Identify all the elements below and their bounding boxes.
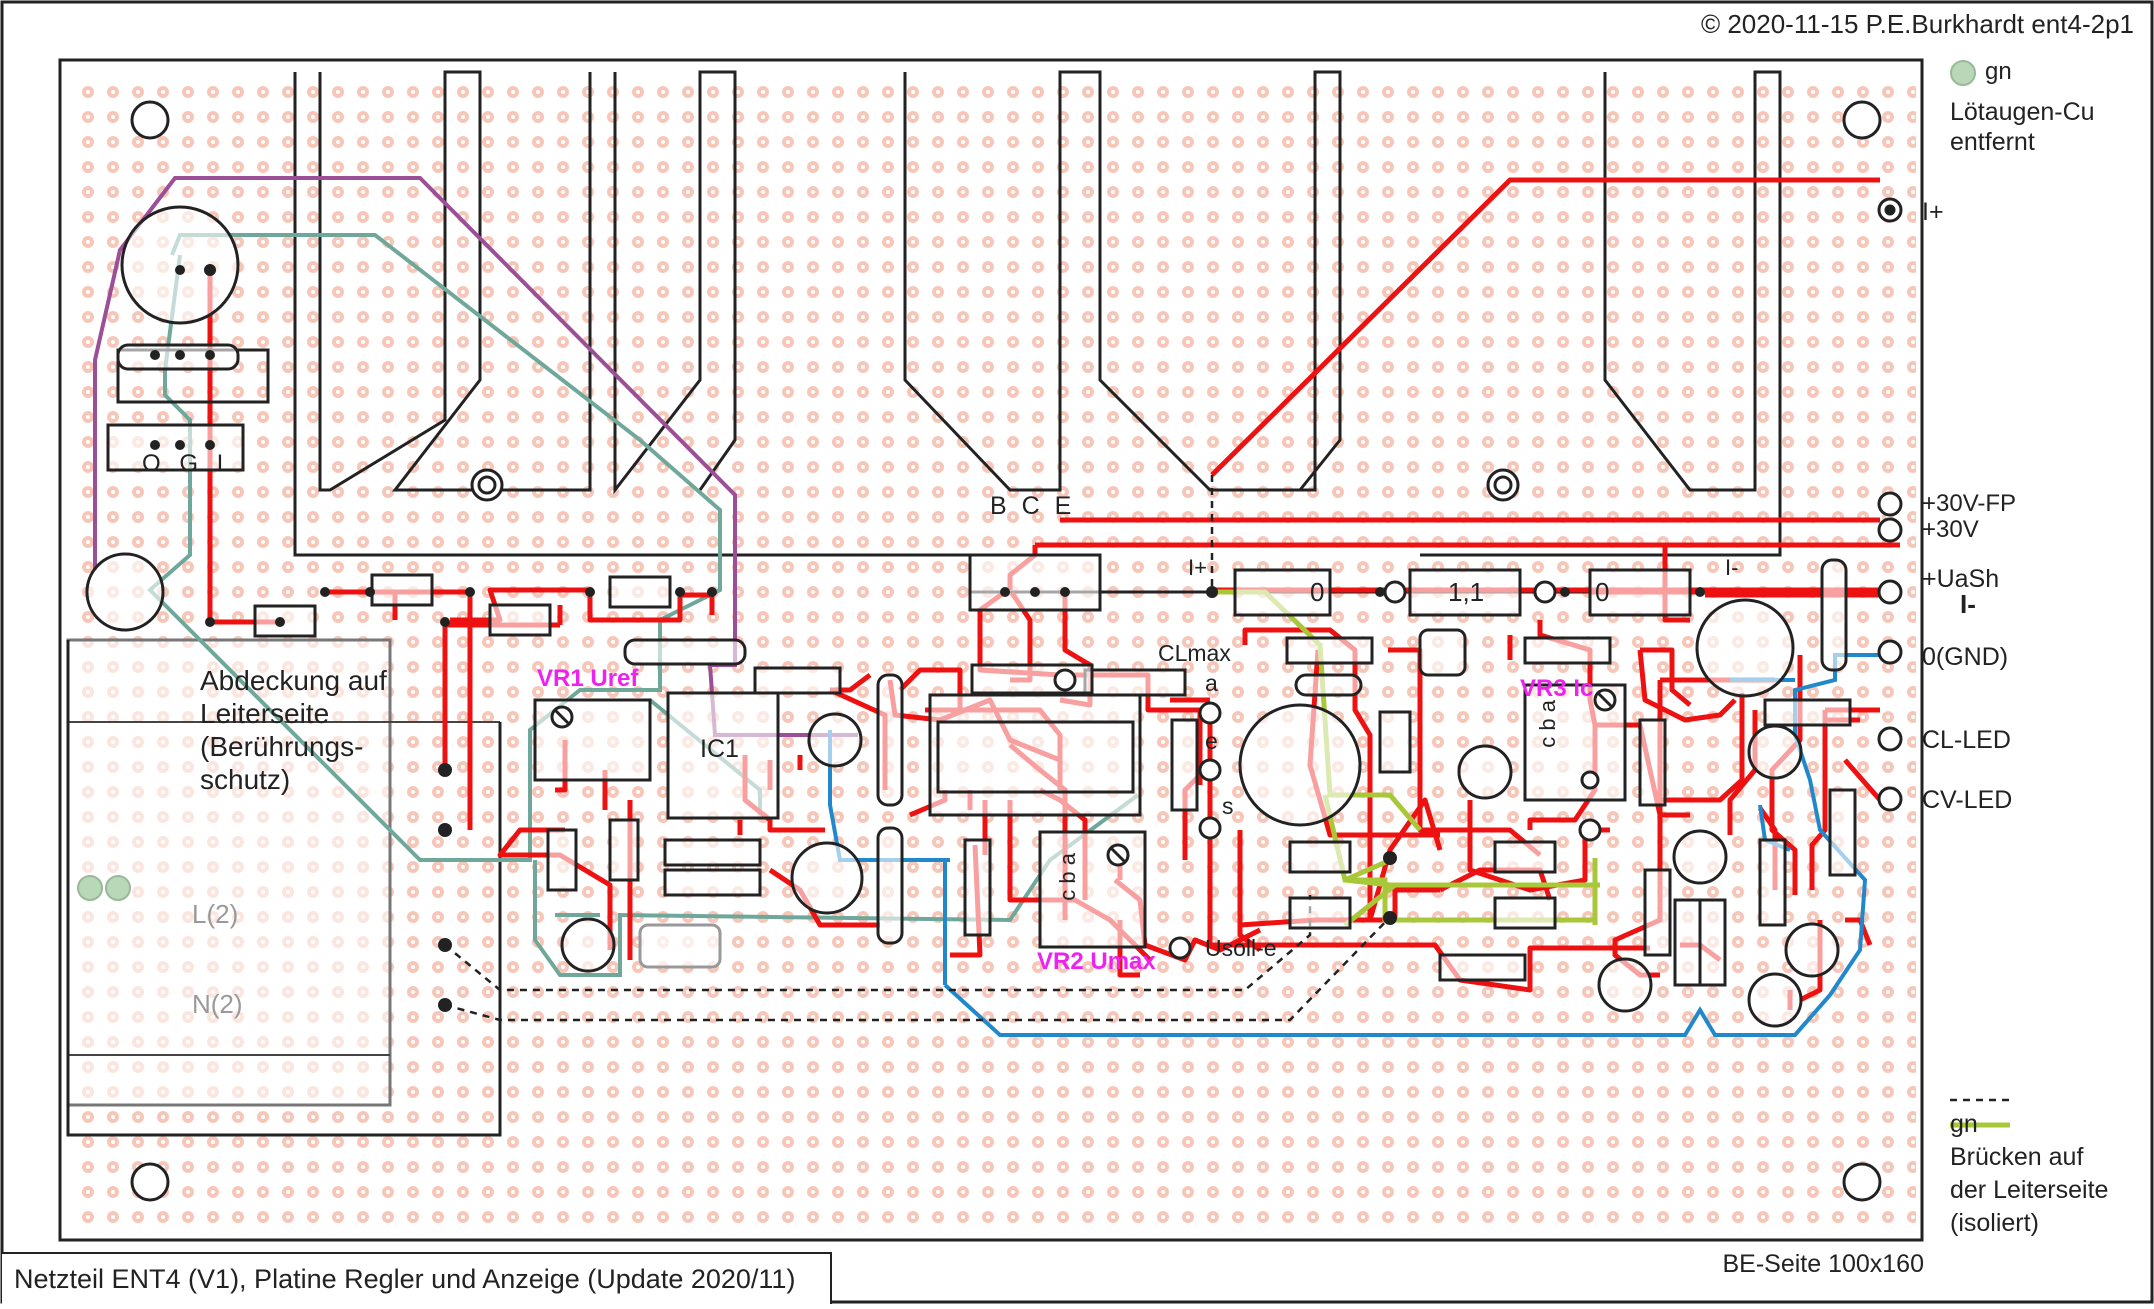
n-label: N(2) <box>192 989 243 1019</box>
connector-gnd: 0(GND) <box>1922 643 2009 671</box>
legend-bridge-text-3: (isoliert) <box>1950 1209 2039 1237</box>
transistor-bce-label: B C E <box>990 492 1076 520</box>
vr3-label: VR3 Ic <box>1520 675 1594 702</box>
pin-s-label: s <box>1222 793 1234 819</box>
connector-uash: +UaSh <box>1922 565 2000 593</box>
connector-cl-led: CL-LED <box>1922 726 2011 754</box>
legend-bridge-color: gn <box>1950 1110 1978 1138</box>
connector-i-minus: I- <box>1960 589 1976 619</box>
connector-i-plus: I+ <box>1922 198 1944 226</box>
solder-joints <box>150 264 1705 1012</box>
mounting-holes <box>130 100 1882 1202</box>
connector-cv-led: CV-LED <box>1922 786 2013 814</box>
i-minus-node-label: I- <box>1725 555 1739 580</box>
protective-cover-area <box>66 638 502 1137</box>
title-text: Netzteil ENT4 (V1), Platine Regler und A… <box>14 1264 796 1294</box>
cover-text-1: Abdeckung auf <box>200 665 387 696</box>
resistor-zero-2: 0 <box>1595 577 1610 607</box>
pin-a-label: a <box>1205 670 1218 696</box>
legend-pad-text-1: Lötaugen-Cu <box>1950 98 2095 126</box>
legend-pad-text-2: entfernt <box>1950 128 2035 156</box>
board-side-label: BE-Seite 100x160 <box>1722 1250 1924 1278</box>
pin-e-label: e <box>1205 728 1218 754</box>
cover-text-2: Leiterseite <box>200 698 330 729</box>
resistor-zero-1: 0 <box>1310 577 1325 607</box>
vr2-pin-labels: c b a <box>1055 853 1080 901</box>
i-plus-node-label: I+ <box>1188 555 1207 580</box>
connector-30v: +30V <box>1922 516 1979 543</box>
clmax-label: CLmax <box>1158 640 1231 666</box>
vr1-label: VR1 Uref <box>537 665 639 692</box>
heatsink-holes <box>470 468 1520 502</box>
connector-30v-fp: +30V-FP <box>1922 490 2017 517</box>
capacitor-shaded <box>638 923 722 969</box>
legend-bridge-text-1: Brücken auf <box>1950 1143 2084 1171</box>
copyright-text: © 2020-11-15 P.E.Burkhardt ent4-2p1 <box>1700 9 2134 39</box>
legend-pad-color: gn <box>1985 58 2012 85</box>
title-box: Netzteil ENT4 (V1), Platine Regler und A… <box>2 1252 832 1304</box>
vr3-pin-labels: c b a <box>1535 700 1560 748</box>
component-outlines <box>85 205 1857 1028</box>
legend-bridge-text-2: der Leiterseite <box>1950 1176 2109 1204</box>
cover-text-4: schutz) <box>200 764 291 795</box>
removed-pads <box>77 60 1976 901</box>
cover-text-3: (Berührungs- <box>200 731 364 762</box>
trimmer-screws <box>550 688 1617 867</box>
l-label: L(2) <box>192 899 239 929</box>
ic1-label: IC1 <box>700 735 739 763</box>
usoll-label: Usoll-e <box>1205 935 1277 961</box>
vr2-label: VR2 Umax <box>1037 948 1156 975</box>
resistor-shunt: 1,1 <box>1448 577 1485 607</box>
regulator-pin-labels: O G I <box>142 450 230 477</box>
terminal-rings <box>1053 197 1903 960</box>
